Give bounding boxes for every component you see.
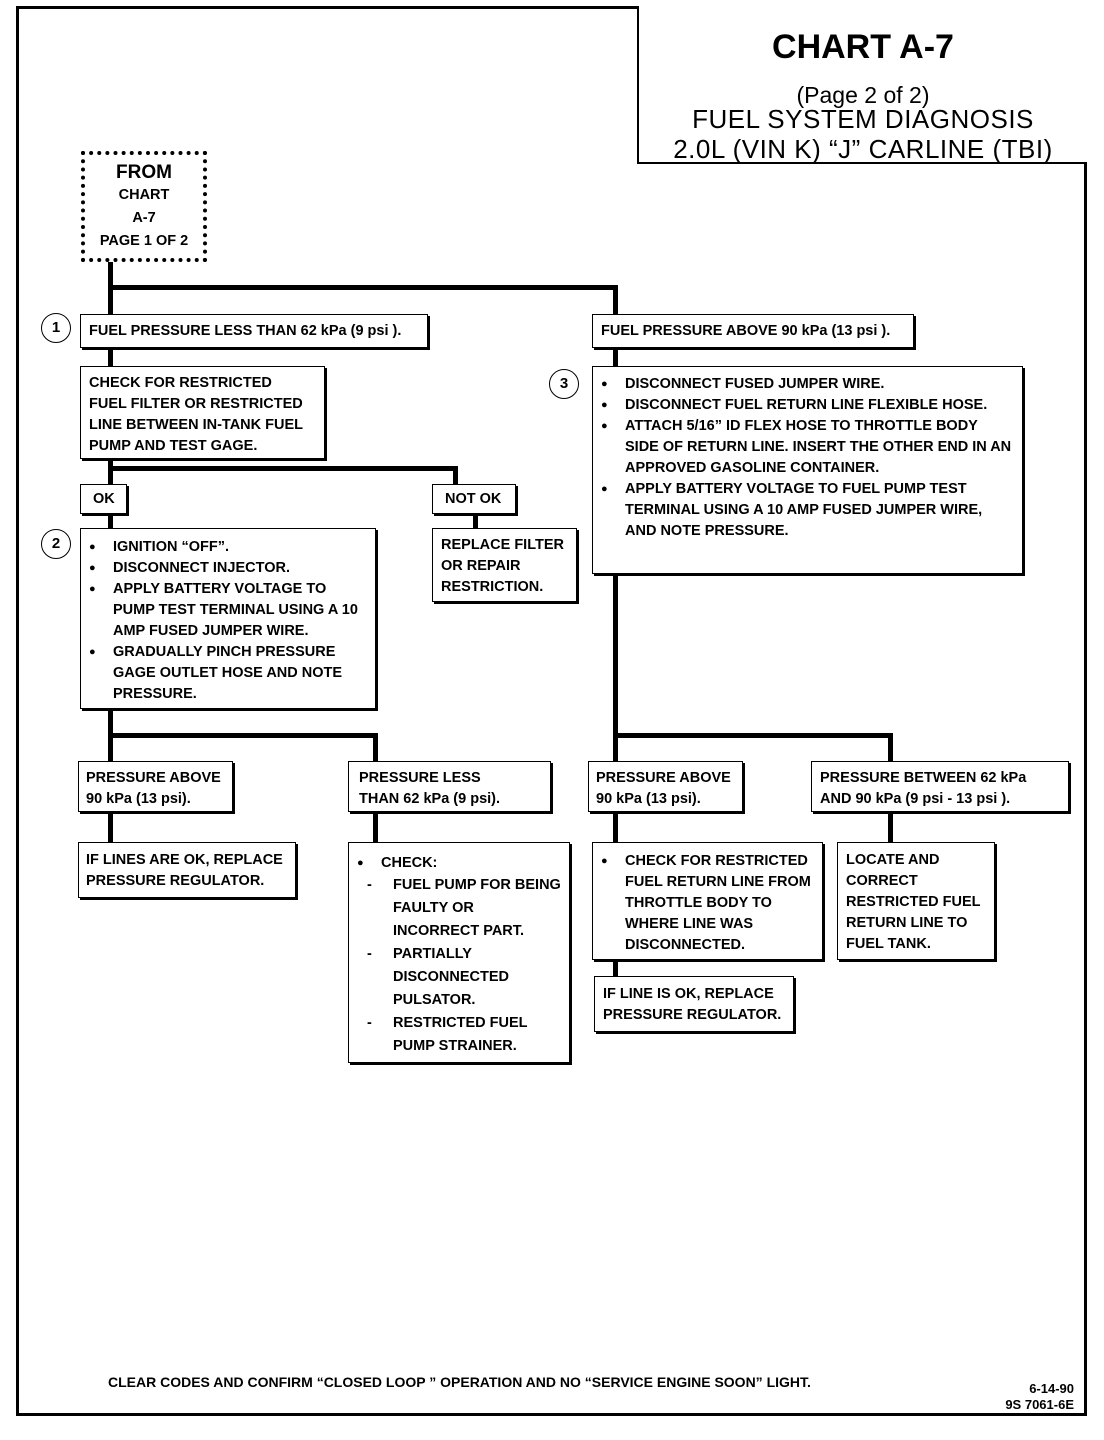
check-filter-box: CHECK FOR RESTRICTED FUEL FILTER OR REST… <box>80 366 325 459</box>
locate-correct-line: LOCATE AND <box>846 852 940 868</box>
right-pressure-above-line: PRESSURE ABOVE <box>596 770 731 786</box>
connector-line <box>453 466 458 484</box>
ok-box: OK <box>80 484 127 514</box>
pressure-between-box: PRESSURE BETWEEN 62 kPa AND 90 kPa (9 ps… <box>811 761 1069 812</box>
check-filter-line: LINE BETWEEN IN-TANK FUEL <box>89 417 303 433</box>
page-frame <box>16 6 1087 1416</box>
step-2-item: DISCONNECT INJECTOR. <box>89 558 367 579</box>
locate-correct-line: RESTRICTED FUEL <box>846 894 981 910</box>
high-pressure-box: FUEL PRESSURE ABOVE 90 kPa (13 psi ). <box>592 314 914 348</box>
check-filter-line: FUEL FILTER OR RESTRICTED <box>89 396 303 412</box>
replace-filter-box: REPLACE FILTER OR REPAIR RESTRICTION. <box>432 528 577 602</box>
connector-line <box>108 466 458 471</box>
pressure-between-line: AND 90 kPa (9 psi - 13 psi ). <box>820 791 1011 807</box>
from-chart-number: A-7 <box>132 210 156 226</box>
replace-filter-line: REPLACE FILTER <box>441 537 564 553</box>
locate-correct-line: RETURN LINE TO <box>846 915 968 931</box>
step-3-item: APPLY BATTERY VOLTAGE TO FUEL PUMP TEST … <box>601 479 1014 542</box>
pressure-less-box: PRESSURE LESS THAN 62 kPa (9 psi). <box>348 761 551 812</box>
from-page-label: PAGE 1 OF 2 <box>99 233 189 249</box>
title-block: CHART A-7 (Page 2 of 2) FUEL SYSTEM DIAG… <box>637 6 1087 164</box>
replace-filter-line: OR REPAIR <box>441 558 521 574</box>
locate-correct-line: FUEL TANK. <box>846 936 931 952</box>
step-2-item: APPLY BATTERY VOLTAGE TO PUMP TEST TERMI… <box>89 579 367 642</box>
step-3-box: DISCONNECT FUSED JUMPER WIRE. DISCONNECT… <box>592 366 1023 574</box>
connector-line <box>473 514 478 528</box>
check-item: RESTRICTED FUEL PUMP STRAINER. <box>367 1012 561 1058</box>
document-date: 6-14-90 <box>1029 1381 1074 1396</box>
low-pressure-box: FUEL PRESSURE LESS THAN 62 kPa (9 psi ). <box>80 314 428 348</box>
right-pressure-above-box: PRESSURE ABOVE 90 kPa (13 psi). <box>588 761 743 812</box>
document-number: 9S 7061-6E <box>1005 1397 1074 1412</box>
check-label: CHECK: <box>357 853 561 874</box>
connector-line <box>108 459 113 484</box>
left-pressure-above-line: 90 kPa (13 psi). <box>86 791 191 807</box>
chart-title: CHART A-7 <box>772 28 954 66</box>
pressure-less-line: THAN 62 kPa (9 psi). <box>359 791 501 807</box>
replace-filter-line: RESTRICTION. <box>441 579 544 595</box>
connector-line <box>613 960 618 976</box>
from-label: FROM <box>116 162 172 183</box>
left-replace-regulator-box: IF LINES ARE OK, REPLACE PRESSURE REGULA… <box>78 842 296 898</box>
left-pressure-above-box: PRESSURE ABOVE 90 kPa (13 psi). <box>78 761 233 812</box>
connector-line <box>613 574 618 761</box>
step-2-marker: 2 <box>41 529 71 559</box>
document-code: 6-14-90 9S 7061-6E <box>1005 1381 1074 1413</box>
right-replace-regulator-line: PRESSURE REGULATOR. <box>603 1007 782 1023</box>
check-item: FUEL PUMP FOR BEING FAULTY OR INCORRECT … <box>367 874 561 943</box>
locate-correct-line: CORRECT <box>846 873 918 889</box>
from-chart-box: FROM CHART A-7 PAGE 1 OF 2 <box>81 151 207 262</box>
system-title: FUEL SYSTEM DIAGNOSIS <box>692 104 1034 134</box>
connector-line <box>108 285 618 290</box>
left-pressure-above-line: PRESSURE ABOVE <box>86 770 221 786</box>
connector-line <box>613 285 618 322</box>
right-pressure-above-line: 90 kPa (13 psi). <box>596 791 701 807</box>
connector-line <box>613 733 893 738</box>
check-filter-line: PUMP AND TEST GAGE. <box>89 438 258 454</box>
footer-instruction: CLEAR CODES AND CONFIRM “CLOSED LOOP ” O… <box>108 1374 811 1390</box>
locate-correct-box: LOCATE AND CORRECT RESTRICTED FUEL RETUR… <box>837 842 995 960</box>
connector-line <box>888 733 893 761</box>
connector-line <box>373 812 378 842</box>
step-2-item: IGNITION “OFF”. <box>89 537 367 558</box>
page-indicator: (Page 2 of 2) <box>796 82 930 108</box>
check-return-box: CHECK FOR RESTRICTED FUEL RETURN LINE FR… <box>592 842 823 960</box>
pressure-less-line: PRESSURE LESS <box>359 770 481 786</box>
step-1-marker: 1 <box>41 313 71 343</box>
check-return-item: CHECK FOR RESTRICTED FUEL RETURN LINE FR… <box>601 851 814 956</box>
connector-line <box>108 514 113 528</box>
connector-line <box>108 733 378 738</box>
connector-line <box>613 348 618 366</box>
not-ok-box: NOT OK <box>432 484 516 514</box>
step-3-item: DISCONNECT FUSED JUMPER WIRE. <box>601 374 1014 395</box>
step-3-item: ATTACH 5/16” ID FLEX HOSE TO THROTTLE BO… <box>601 416 1014 479</box>
connector-line <box>373 733 378 761</box>
left-replace-regulator-line: PRESSURE REGULATOR. <box>86 873 265 889</box>
connector-line <box>888 812 893 842</box>
engine-title: 2.0L (VIN K) “J” CARLINE (TBI) <box>673 134 1053 164</box>
connector-line <box>108 262 113 322</box>
connector-line <box>108 348 113 366</box>
left-replace-regulator-line: IF LINES ARE OK, REPLACE <box>86 852 283 868</box>
right-replace-regulator-line: IF LINE IS OK, REPLACE <box>603 986 774 1002</box>
check-pump-box: CHECK: FUEL PUMP FOR BEING FAULTY OR INC… <box>348 842 570 1063</box>
step-3-marker: 3 <box>549 369 579 399</box>
step-2-box: IGNITION “OFF”. DISCONNECT INJECTOR. APP… <box>80 528 376 709</box>
step-3-item: DISCONNECT FUEL RETURN LINE FLEXIBLE HOS… <box>601 395 1014 416</box>
check-filter-line: CHECK FOR RESTRICTED <box>89 375 272 391</box>
right-replace-regulator-box: IF LINE IS OK, REPLACE PRESSURE REGULATO… <box>594 976 794 1032</box>
check-item: PARTIALLY DISCONNECTED PULSATOR. <box>367 943 561 1012</box>
connector-line <box>108 812 113 842</box>
step-2-item: GRADUALLY PINCH PRESSURE GAGE OUTLET HOS… <box>89 642 367 705</box>
pressure-between-line: PRESSURE BETWEEN 62 kPa <box>820 770 1027 786</box>
from-chart-label: CHART <box>118 187 170 203</box>
connector-line <box>613 812 618 842</box>
